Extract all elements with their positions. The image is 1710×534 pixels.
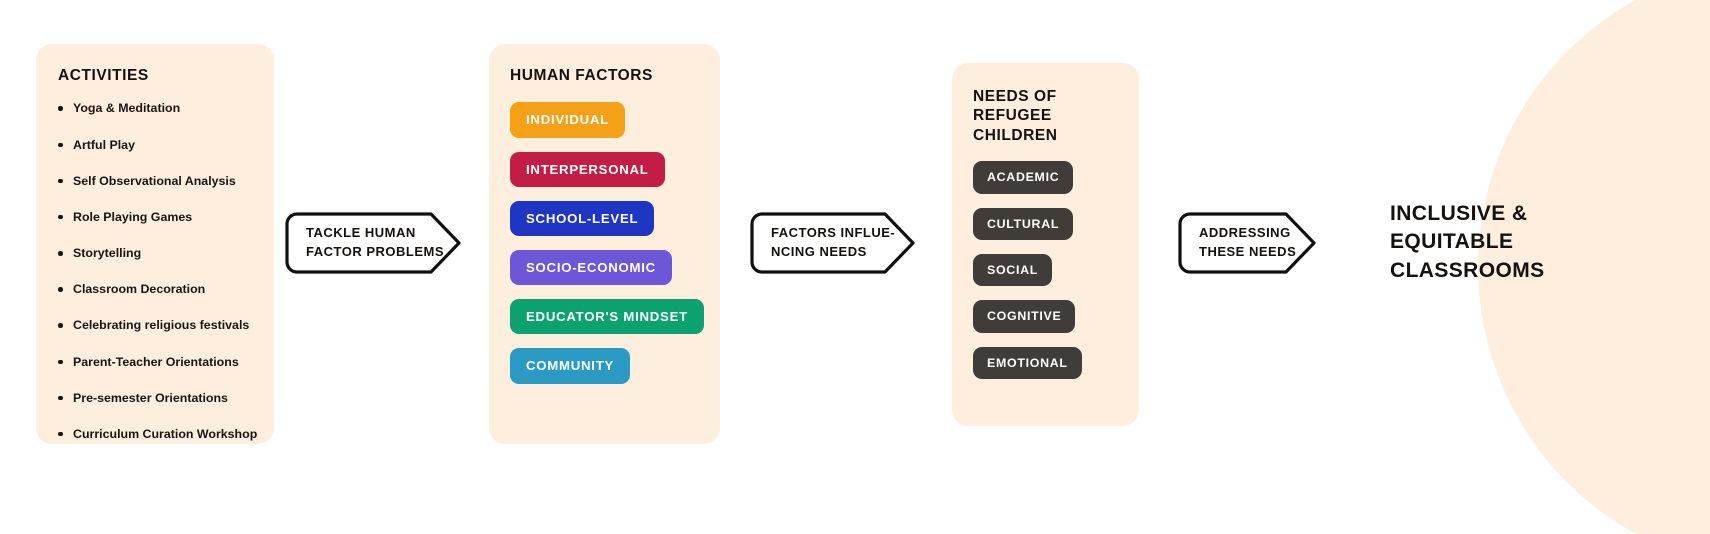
arrow-banner-shape [285, 212, 461, 274]
connector-arrow-label: FACTORS INFLUE- NCING NEEDS [771, 212, 895, 274]
need-chip-emotional[interactable]: EMOTIONAL [973, 346, 1082, 380]
activities-card-title: ACTIVITIES [58, 67, 149, 84]
human-factor-chip-school-level[interactable]: SCHOOL-LEVEL [510, 200, 655, 236]
need-chip-social[interactable]: SOCIAL [973, 253, 1053, 287]
list-item: Yoga & Meditation [58, 101, 256, 116]
human-factors-chip-list: INDIVIDUAL INTERPERSONAL SCHOOL-LEVEL SO… [510, 102, 704, 384]
connector-arrow-label: TACKLE HUMAN FACTOR PROBLEMS [306, 212, 444, 274]
human-factors-card: HUMAN FACTORS INDIVIDUAL INTERPERSONAL S… [489, 44, 720, 444]
list-item: Self Observational Analysis [58, 174, 256, 189]
connector-arrow-line: FACTOR PROBLEMS [306, 244, 444, 259]
connector-arrow-line: TACKLE HUMAN [306, 225, 416, 241]
connector-arrow-label: ADDRESSING THESE NEEDS [1199, 212, 1296, 274]
goal-heading-line: INCLUSIVE & [1390, 202, 1528, 225]
human-factor-chip-educators-mindset[interactable]: EDUCATOR'S MINDSET [510, 299, 704, 335]
list-item: Artful Play [58, 138, 256, 153]
arrow-banner-shape [750, 212, 915, 274]
list-item: Celebrating religious festivals [58, 318, 256, 333]
activities-list: Yoga & Meditation Artful Play Self Obser… [58, 101, 257, 442]
list-item: Pre-semester Orientations [58, 391, 256, 406]
connector-arrow-addressing-these-needs: ADDRESSING THESE NEEDS [1178, 212, 1316, 274]
connector-arrow-line: FACTORS INFLUE- [771, 225, 896, 241]
arrow-banner-shape [1178, 212, 1316, 274]
connector-arrow-line: THESE NEEDS [1199, 244, 1297, 259]
human-factor-chip-interpersonal[interactable]: INTERPERSONAL [510, 151, 665, 187]
needs-chip-list: ACADEMIC CULTURAL SOCIAL COGNITIVE EMOTI… [973, 161, 1123, 393]
list-item: Role Playing Games [58, 210, 256, 225]
human-factor-chip-community[interactable]: COMMUNITY [510, 348, 631, 384]
list-item: Parent-Teacher Orientations [58, 355, 256, 370]
goal-heading-line: EQUITABLE [1390, 230, 1514, 254]
human-factor-chip-socio-economic[interactable]: SOCIO-ECONOMIC [510, 249, 672, 286]
activities-card: ACTIVITIES Yoga & Meditation Artful Play… [36, 44, 274, 444]
connector-arrow-line: NCING NEEDS [771, 244, 867, 259]
connector-arrow-line: ADDRESSING [1199, 225, 1291, 241]
human-factors-card-title: HUMAN FACTORS [510, 67, 653, 84]
needs-of-refugee-children-card: NEEDS OF REFUGEE CHILDREN ACADEMIC CULTU… [952, 63, 1139, 426]
human-factor-chip-individual[interactable]: INDIVIDUAL [510, 102, 625, 138]
goal-heading-line: CLASSROOMS [1390, 258, 1545, 282]
goal-heading: INCLUSIVE & EQUITABLE CLASSROOMS [1390, 200, 1650, 285]
need-chip-cognitive[interactable]: COGNITIVE [973, 300, 1076, 333]
need-chip-academic[interactable]: ACADEMIC [973, 161, 1074, 194]
connector-arrow-tackle-human-factor-problems: TACKLE HUMAN FACTOR PROBLEMS [285, 212, 461, 274]
list-item: Storytelling [58, 246, 256, 261]
needs-card-title: NEEDS OF REFUGEE CHILDREN [973, 88, 1058, 144]
list-item: Classroom Decoration [58, 282, 256, 297]
need-chip-cultural[interactable]: CULTURAL [973, 207, 1074, 240]
list-item: Curriculum Curation Workshop [58, 427, 257, 442]
connector-arrow-factors-influencing-needs: FACTORS INFLUE- NCING NEEDS [750, 212, 915, 274]
